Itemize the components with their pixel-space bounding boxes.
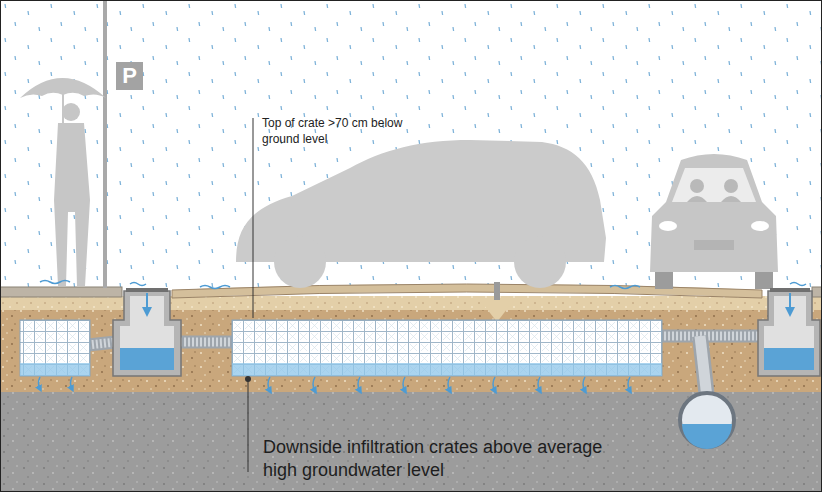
groundwater-zone (0, 392, 822, 492)
illustration-part (403, 377, 405, 391)
person-silhouette (20, 78, 106, 286)
sidewalk (0, 287, 122, 297)
sidewalk (812, 287, 822, 297)
illustration-part (672, 168, 756, 202)
illustration-part (493, 377, 495, 391)
depth-note: Top of crate >70 cm below ground level (262, 116, 412, 147)
illustration-part (770, 288, 810, 292)
illustration-part (758, 291, 820, 376)
drain-trench (480, 300, 514, 322)
sign-letter: P (122, 63, 137, 88)
illustration-part (724, 179, 738, 193)
illustration-part (514, 236, 566, 288)
illustration-part (71, 377, 73, 389)
sky (0, 0, 822, 292)
illustration-part (682, 424, 732, 449)
illustration-part (660, 330, 762, 343)
illustration-part (610, 286, 640, 289)
illustration-part (88, 342, 116, 345)
illustration-part (146, 293, 148, 312)
illustration-part (176, 336, 234, 349)
illustration-part (448, 377, 450, 391)
illustration-part (20, 320, 90, 376)
car-front-silhouette (650, 154, 778, 289)
illustration-part (54, 123, 90, 286)
line-drain (494, 282, 500, 300)
illustration-part (313, 377, 315, 391)
leader-line (248, 379, 249, 472)
car-side-silhouette (236, 140, 606, 288)
illustration-part (789, 293, 791, 312)
illustration-part (659, 221, 677, 231)
groundwater-note: Downside infiltration crates above avera… (263, 436, 623, 483)
illustration-part (130, 283, 146, 286)
illustration-part (790, 283, 806, 286)
illustration-part (39, 377, 41, 389)
illustration-part (120, 348, 174, 370)
illustration-part (700, 336, 707, 398)
illustration-part (113, 291, 181, 376)
illustration-part (232, 363, 662, 376)
illustration-part (694, 240, 734, 250)
infiltration-crates (20, 320, 662, 376)
leader-line (253, 118, 254, 318)
catch-basin-right (758, 288, 820, 376)
illustration-part (583, 377, 585, 391)
illustration-part (20, 363, 90, 376)
sewer-pipe (680, 393, 734, 449)
illustration-part (690, 179, 704, 193)
illustration-part (358, 377, 360, 391)
illustration-part (538, 377, 540, 391)
illustration-part (126, 288, 168, 292)
runoff-arrows (40, 281, 806, 289)
parking-sign: P (116, 62, 143, 90)
illustration-part (88, 342, 116, 345)
illustration-part (268, 377, 270, 391)
rain (0, 0, 822, 292)
illustration-part (40, 281, 70, 284)
infiltration-arrows (39, 377, 631, 391)
illustration-part (650, 154, 778, 272)
illustration-part (721, 196, 741, 202)
illustration-part (700, 336, 707, 398)
illustration-part (628, 377, 630, 391)
illustration-part (176, 338, 234, 347)
pavement (172, 284, 762, 298)
illustration-part (274, 236, 326, 288)
catch-basin-left (113, 288, 181, 376)
illustration-part (660, 332, 762, 341)
sign-pole (103, 0, 107, 288)
illustration-part (751, 221, 769, 231)
illustration-part (200, 286, 230, 289)
illustration-part (232, 320, 662, 376)
illustration-part (764, 348, 814, 370)
illustration-part (62, 103, 80, 121)
illustration-part (687, 196, 707, 202)
